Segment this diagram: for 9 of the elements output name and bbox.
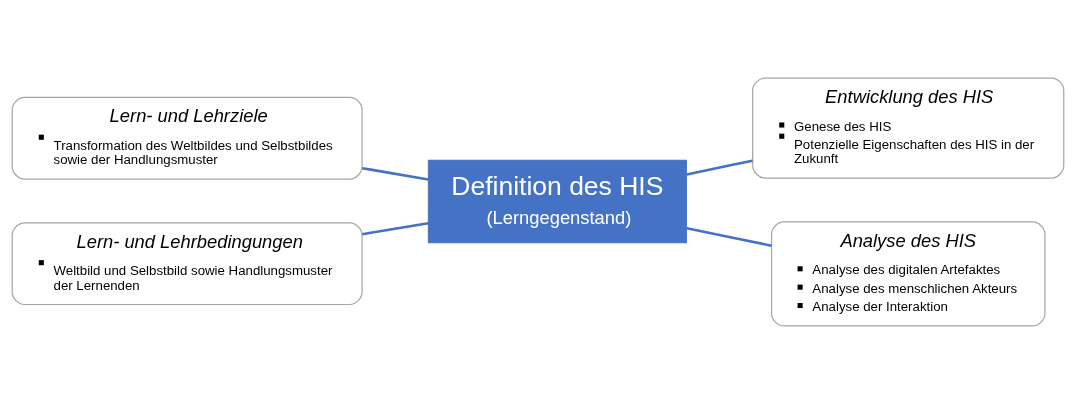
connector bbox=[362, 166, 429, 181]
node-box: Definition des HIS (Lerngegenstand) bbox=[427, 159, 687, 243]
connector bbox=[686, 158, 753, 176]
node-box: Entwicklung des HIS Genese des HIS Potenzielle Eigenschaften des HIS in der Zukunft bbox=[752, 76, 1065, 179]
node-box: Analyse des HIS Analyse des digitalen Artefaktes Analyse des menschlichen Akteurs Analyse der Interaktion bbox=[770, 220, 1046, 327]
connector bbox=[362, 221, 429, 236]
connector bbox=[686, 226, 772, 247]
node-box: Lern- und Lehrbedingungen Weltbild und Selbstbild sowie Handlungsmuster der Lernenden bbox=[11, 221, 363, 305]
node-box: Lern- und Lehrziele Transformation des Weltbildes und Selbstbildes sowie der Handlungsmuster bbox=[11, 96, 363, 180]
